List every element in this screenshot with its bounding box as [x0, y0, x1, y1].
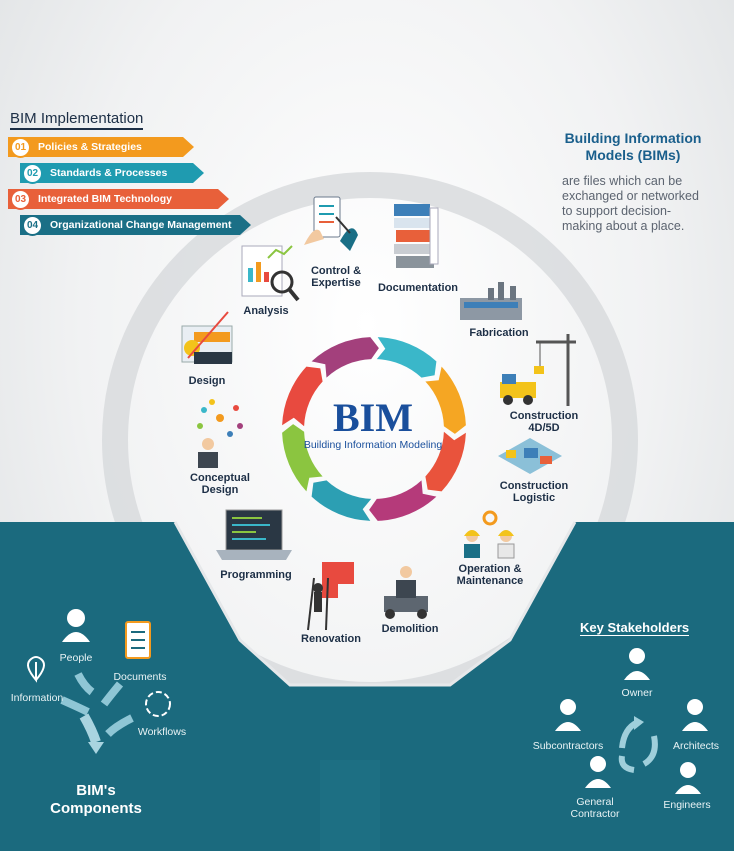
documents-label: Documents: [113, 671, 167, 683]
step-2: 02 Standards & Processes: [22, 163, 202, 184]
step-label: Integrated BIM Technology: [38, 193, 172, 205]
conceptual-design-label: Conceptual Design: [188, 472, 252, 496]
bim-center: BIM Building Information Modeling: [300, 397, 446, 452]
engineers-label: Engineers: [663, 799, 711, 811]
ring-segment: [311, 480, 372, 521]
renovation-label: Renovation: [301, 633, 361, 645]
person-icon: [62, 609, 90, 642]
components-title-line1: BIM's: [76, 782, 116, 799]
cycle-arrows-icon: [618, 716, 658, 773]
label-line: Maintenance: [456, 575, 524, 587]
programming-icon: [216, 509, 292, 560]
logistic-label: Construction Logistic: [496, 480, 572, 504]
label-line: Operation &: [458, 563, 522, 575]
documentation-icon: [394, 204, 439, 268]
stakeholders-diagram: [555, 648, 708, 794]
programming-label: Programming: [220, 569, 292, 581]
step-number: 03: [10, 189, 31, 210]
ring-segment: [282, 366, 323, 427]
stakeholders-title: Key Stakeholders: [580, 620, 690, 636]
definition-line: are files which can be: [562, 174, 683, 188]
definition-line: to support decision-: [562, 204, 672, 218]
components-diagram: [27, 609, 171, 754]
documentation-label: Documentation: [377, 282, 459, 294]
bim-ring: [282, 337, 466, 521]
step-4: 04 Organizational Change Management: [22, 215, 252, 236]
control-icon: [304, 196, 358, 251]
fabrication-label: Fabrication: [469, 327, 529, 339]
subcontractors-label: Subcontractors: [532, 740, 604, 752]
owner-label: Owner: [621, 687, 653, 699]
operation-icon: [464, 510, 515, 559]
components-title: BIM's Components: [36, 782, 156, 818]
definition-title-line2: Models (BIMs): [585, 147, 681, 163]
ring-segment: [425, 431, 466, 492]
people-label: People: [59, 652, 93, 664]
step-number: 01: [10, 137, 31, 158]
definition-title-line1: Building Information: [564, 130, 702, 146]
analysis-icon: [241, 245, 300, 302]
label-line: Control &: [310, 265, 362, 277]
step-number: 02: [22, 163, 43, 184]
ring-segment: [376, 337, 437, 378]
definition-line: exchanged or networked: [562, 189, 699, 203]
step-number: 04: [22, 215, 43, 236]
label-line: General: [576, 796, 614, 808]
definition-line: making about a place.: [562, 219, 685, 233]
definition-title: Building Information Models (BIMs): [548, 130, 718, 164]
label-line: Expertise: [311, 277, 361, 289]
architects-label: Architects: [672, 740, 720, 752]
information-label: Information: [10, 692, 64, 704]
workflows-label: Workflows: [137, 726, 187, 738]
construction-label: Construction 4D/5D: [509, 410, 579, 434]
label-line: Conceptual: [190, 472, 250, 484]
bim-center-title: BIM: [333, 395, 413, 440]
renovation-icon: [307, 562, 354, 631]
step-3: 03 Integrated BIM Technology: [10, 189, 220, 210]
components-title-line2: Components: [50, 800, 142, 817]
label-line: Logistic: [512, 492, 556, 504]
demolition-icon: [384, 566, 428, 619]
ring-segment: [282, 424, 323, 492]
operation-label: Operation & Maintenance: [454, 563, 526, 587]
fabrication-icon: [460, 282, 522, 320]
control-label: Control & Expertise: [300, 265, 372, 289]
step-label: Policies & Strategies: [38, 141, 142, 153]
general-contractor-label: General Contractor: [562, 796, 628, 820]
step-label: Standards & Processes: [50, 167, 168, 179]
construction-icon: [500, 334, 576, 406]
analysis-label: Analysis: [243, 305, 289, 317]
step-label: Organizational Change Management: [50, 219, 232, 231]
label-line: Contractor: [570, 808, 620, 820]
conceptual-design-icon: [197, 399, 243, 468]
logistic-icon: [498, 438, 562, 474]
design-label: Design: [188, 375, 226, 387]
label-line: Construction: [499, 480, 569, 492]
demolition-label: Demolition: [381, 623, 439, 635]
label-line: Design: [201, 484, 239, 496]
ring-segment: [425, 366, 466, 434]
definition-text: are files which can be exchanged or netw…: [562, 174, 732, 234]
implementation-ribbons: [8, 137, 251, 235]
ring-segment: [369, 480, 437, 521]
bim-center-subtitle: Building Information Modeling: [303, 439, 443, 451]
ring-segment: [311, 337, 379, 378]
step-1: 01 Policies & Strategies: [10, 137, 190, 158]
design-icon: [181, 311, 233, 364]
implementation-title: BIM Implementation: [10, 110, 144, 130]
